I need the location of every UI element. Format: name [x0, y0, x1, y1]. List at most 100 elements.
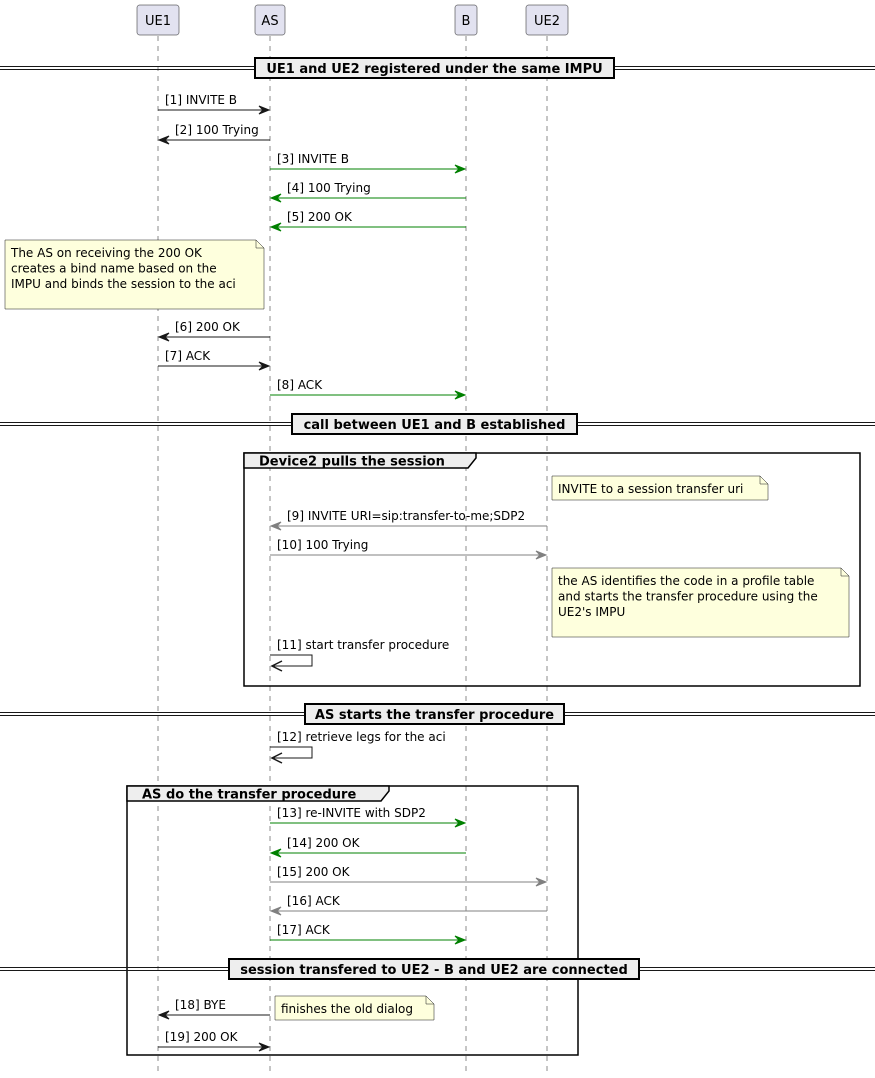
arrow-head: [269, 222, 282, 232]
notes: The AS on receiving the 200 OK creates a …: [4, 239, 850, 1021]
group-border: [243, 452, 861, 687]
arrow-head: [454, 935, 467, 945]
participant-box: [254, 4, 286, 36]
message-label: [1] INVITE B: [165, 93, 237, 107]
participant-label: UE2: [534, 14, 560, 29]
participants: UE1 AS B UE2: [136, 4, 569, 36]
note-1: The AS on receiving the 200 OK creates a …: [4, 239, 265, 310]
message-label: [2] 100 Trying: [175, 123, 259, 137]
divider-box: [291, 413, 578, 435]
note-3: the AS identifies the code in a profile …: [551, 567, 850, 638]
arrow-head: [454, 390, 467, 400]
participant-box: [454, 4, 478, 36]
lifelines: [157, 36, 548, 1072]
arrow-head: [535, 550, 548, 560]
message-label: [3] INVITE B: [277, 152, 349, 166]
divider-label: session transfered to UE2 - B and UE2 ar…: [240, 963, 628, 978]
arrow-head: [269, 848, 282, 858]
message-17: [17] ACK: [270, 923, 467, 945]
participant-box: [136, 4, 180, 36]
message-2: [2] 100 Trying: [157, 123, 270, 145]
divider-label: UE1 and UE2 registered under the same IM…: [266, 62, 602, 77]
arrow-head: [269, 193, 282, 203]
arrow-head: [157, 1010, 170, 1020]
message-label: [6] 200 OK: [175, 320, 241, 334]
arrow-head: [157, 332, 170, 342]
note-line: UE2's IMPU: [558, 605, 625, 619]
arrow-head: [270, 660, 283, 672]
participant-b: B: [454, 4, 478, 36]
participant-label: AS: [261, 14, 278, 29]
message-label: [19] 200 OK: [165, 1030, 239, 1044]
self-message-line: [270, 654, 313, 667]
note-line: INVITE to a session transfer uri: [558, 482, 743, 496]
note-fold: [255, 240, 264, 249]
message-label: [5] 200 OK: [287, 210, 353, 224]
note-4: finishes the old dialog: [274, 995, 435, 1021]
divider-box: [254, 57, 615, 79]
group-frame-2: AS do the transfer procedure: [126, 785, 579, 1056]
arrow-head: [454, 164, 467, 174]
divider-1: UE1 and UE2 registered under the same IM…: [0, 57, 875, 79]
message-label: [14] 200 OK: [287, 836, 361, 850]
self-message-line: [270, 746, 313, 759]
message-12: [12] retrieve legs for the aci: [270, 730, 446, 764]
note-box: [4, 239, 265, 310]
note-2: INVITE to a session transfer uri: [551, 475, 769, 501]
message-label: [11] start transfer procedure: [277, 638, 449, 652]
arrow-head: [258, 105, 271, 115]
arrow-head: [258, 1042, 271, 1052]
participant-ue1: UE1: [136, 4, 180, 36]
message-19: [19] 200 OK: [158, 1030, 271, 1052]
message-label: [18] BYE: [175, 998, 226, 1012]
message-label: [12] retrieve legs for the aci: [277, 730, 446, 744]
message-10: [10] 100 Trying: [270, 538, 548, 560]
message-label: [8] ACK: [277, 378, 323, 392]
arrow-head: [269, 906, 282, 916]
message-4: [4] 100 Trying: [269, 181, 466, 203]
divider-label: call between UE1 and B established: [304, 418, 566, 433]
note-fold: [840, 568, 849, 577]
arrow-head: [269, 521, 282, 531]
participant-as: AS: [254, 4, 286, 36]
message-label: [10] 100 Trying: [277, 538, 368, 552]
message-1: [1] INVITE B: [158, 93, 271, 115]
message-label: [9] INVITE URI=sip:transfer-to-me;SDP2: [287, 509, 525, 523]
note-line: creates a bind name based on the: [11, 262, 217, 276]
message-16: [16] ACK: [269, 894, 547, 916]
group-header-tab: [126, 785, 390, 802]
divider-4: session transfered to UE2 - B and UE2 ar…: [0, 958, 875, 980]
message-14: [14] 200 OK: [269, 836, 466, 858]
message-label: [17] ACK: [277, 923, 331, 937]
divider-box: [304, 703, 565, 725]
message-5: [5] 200 OK: [269, 210, 466, 232]
message-label: [7] ACK: [165, 349, 211, 363]
arrow-head: [270, 752, 283, 764]
divider-label: AS starts the transfer procedure: [315, 708, 554, 723]
group-label: AS do the transfer procedure: [142, 788, 356, 803]
divider-3: AS starts the transfer procedure: [0, 703, 875, 725]
divider-box: [228, 958, 640, 980]
note-fold: [759, 476, 768, 485]
participant-box: [525, 4, 569, 36]
group-header-tab: [243, 452, 477, 469]
note-line: and starts the transfer procedure using …: [558, 590, 818, 604]
note-box: [551, 475, 769, 501]
message-label: [4] 100 Trying: [287, 181, 371, 195]
note-line: finishes the old dialog: [281, 1002, 413, 1016]
message-7: [7] ACK: [158, 349, 271, 371]
message-18: [18] BYE: [157, 998, 270, 1020]
message-label: [16] ACK: [287, 894, 341, 908]
arrow-head: [535, 877, 548, 887]
message-13: [13] re-INVITE with SDP2: [270, 806, 467, 828]
participant-label: B: [462, 14, 471, 29]
note-fold: [425, 996, 434, 1005]
note-line: The AS on receiving the 200 OK: [10, 246, 203, 260]
divider-2: call between UE1 and B established: [0, 413, 875, 435]
arrow-head: [454, 818, 467, 828]
message-9: [9] INVITE URI=sip:transfer-to-me;SDP2: [269, 509, 547, 531]
message-11: [11] start transfer procedure: [270, 638, 449, 672]
note-line: the AS identifies the code in a profile …: [558, 574, 814, 588]
